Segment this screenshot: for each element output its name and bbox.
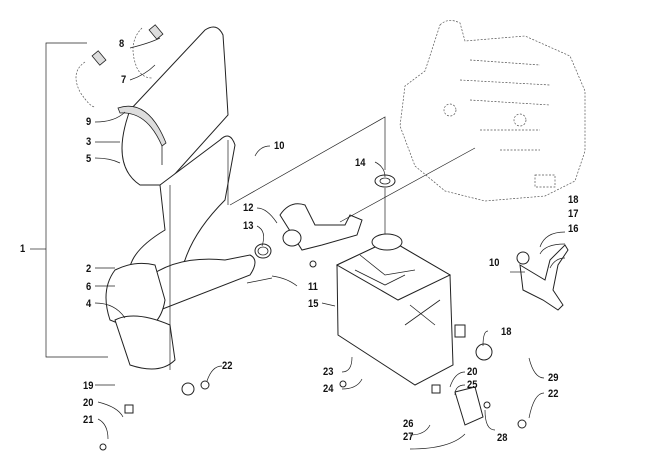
callout-23: 23	[323, 366, 334, 378]
callout-12: 12	[243, 202, 254, 214]
callout-21: 21	[83, 414, 94, 426]
callout-14: 14	[355, 157, 366, 169]
callout-10-upper: 10	[274, 140, 285, 152]
callout-7: 7	[121, 74, 127, 86]
callout-22-lower: 22	[222, 360, 233, 372]
callout-20-muffler: 20	[467, 366, 478, 378]
callout-18-muffler: 18	[501, 326, 512, 338]
callout-8: 8	[119, 38, 125, 50]
exhaust-pipe	[105, 135, 256, 331]
callout-29: 29	[548, 372, 559, 384]
callout-26: 26	[403, 418, 414, 430]
callout-18-bracket: 18	[568, 194, 579, 206]
callout-9: 9	[86, 116, 92, 128]
callout-24: 24	[323, 383, 334, 395]
heat-shield-lower	[114, 315, 176, 370]
callout-15: 15	[308, 298, 319, 310]
callout-20-lower: 20	[83, 397, 94, 409]
callout-13: 13	[243, 220, 254, 232]
callout-11: 11	[308, 281, 318, 293]
callout-27: 27	[403, 431, 414, 443]
chains	[75, 24, 164, 108]
callout-3: 3	[86, 136, 92, 148]
grommet	[374, 174, 396, 240]
callout-17: 17	[568, 208, 579, 220]
leader-lines	[94, 37, 566, 450]
assembly-bracket	[30, 42, 108, 358]
callout-2: 2	[86, 263, 92, 275]
callout-28: 28	[497, 432, 508, 444]
callout-4: 4	[86, 298, 92, 310]
callout-10-bracket: 10	[489, 257, 500, 269]
callout-19: 19	[83, 380, 94, 392]
callout-6: 6	[86, 281, 92, 293]
exhaust-manifold	[254, 203, 363, 259]
callout-16: 16	[568, 223, 579, 235]
engine	[399, 20, 586, 202]
muffler	[335, 233, 466, 386]
callout-25: 25	[467, 379, 478, 391]
callout-1: 1	[20, 243, 26, 255]
hardware	[99, 251, 530, 451]
bracket	[519, 244, 569, 311]
callout-5: 5	[86, 153, 92, 165]
heat-shield-upper	[117, 26, 229, 186]
callout-22-plate: 22	[548, 388, 559, 400]
